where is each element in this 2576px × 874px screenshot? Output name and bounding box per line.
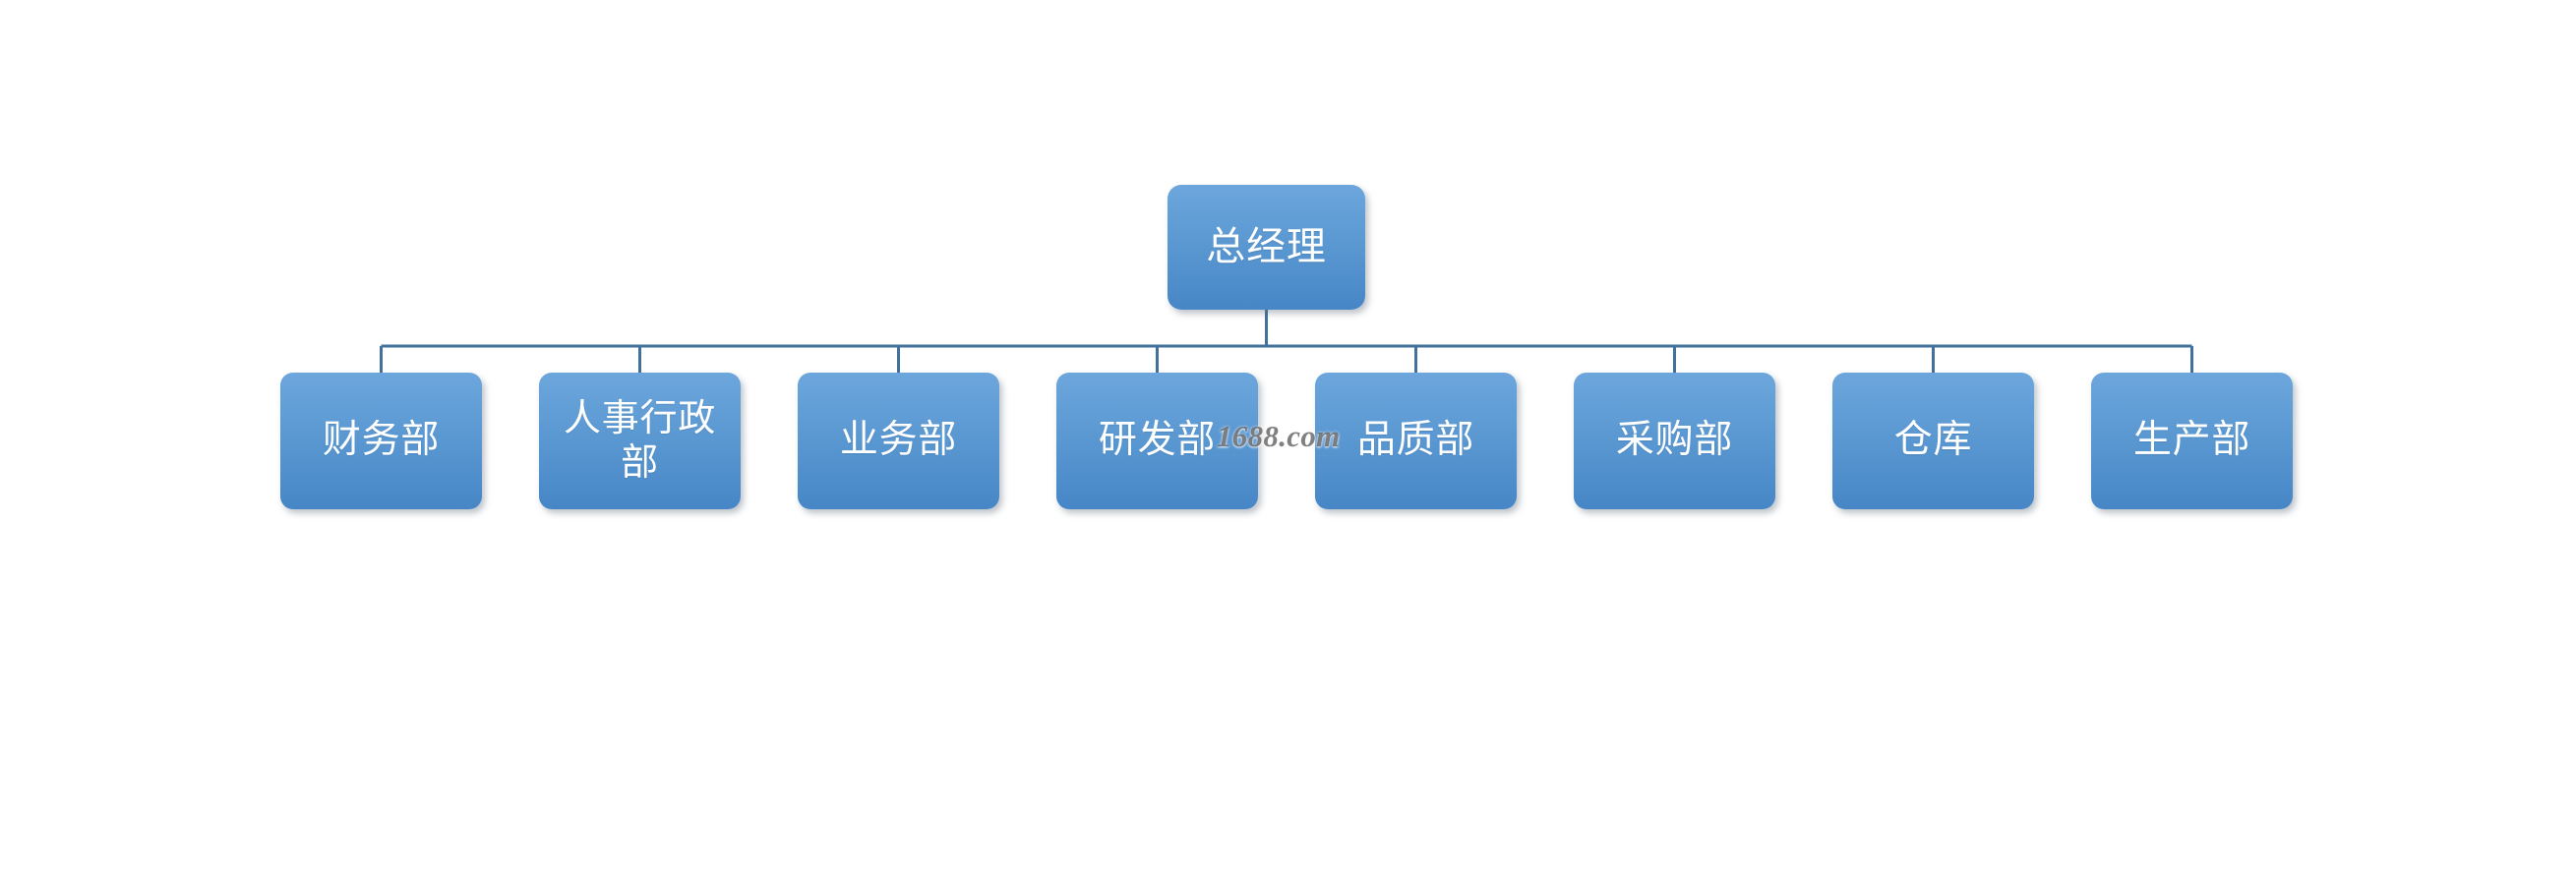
org-node-root[interactable]: 总经理 xyxy=(1168,185,1365,310)
org-node-label-root: 总经理 xyxy=(1206,224,1327,268)
org-node-label-production: 生产部 xyxy=(2132,419,2251,462)
org-node-label-business: 业务部 xyxy=(839,419,958,462)
org-node-label-finance: 财务部 xyxy=(322,419,441,462)
org-node-purchasing[interactable]: 采购部 xyxy=(1574,373,1775,509)
org-node-business[interactable]: 业务部 xyxy=(798,373,999,509)
org-node-label-warehouse: 仓库 xyxy=(1893,419,1973,462)
org-node-label-quality: 品质部 xyxy=(1356,419,1475,462)
org-node-label-purchasing: 采购部 xyxy=(1615,419,1734,462)
org-node-finance[interactable]: 财务部 xyxy=(280,373,482,509)
org-node-production[interactable]: 生产部 xyxy=(2091,373,2293,509)
org-node-label-hr-admin: 人事行政 部 xyxy=(563,398,717,484)
org-node-warehouse[interactable]: 仓库 xyxy=(1832,373,2034,509)
org-node-label-rnd: 研发部 xyxy=(1098,419,1217,462)
org-node-quality[interactable]: 品质部 xyxy=(1315,373,1517,509)
org-node-rnd[interactable]: 研发部 xyxy=(1056,373,1258,509)
org-node-hr-admin[interactable]: 人事行政 部 xyxy=(539,373,741,509)
